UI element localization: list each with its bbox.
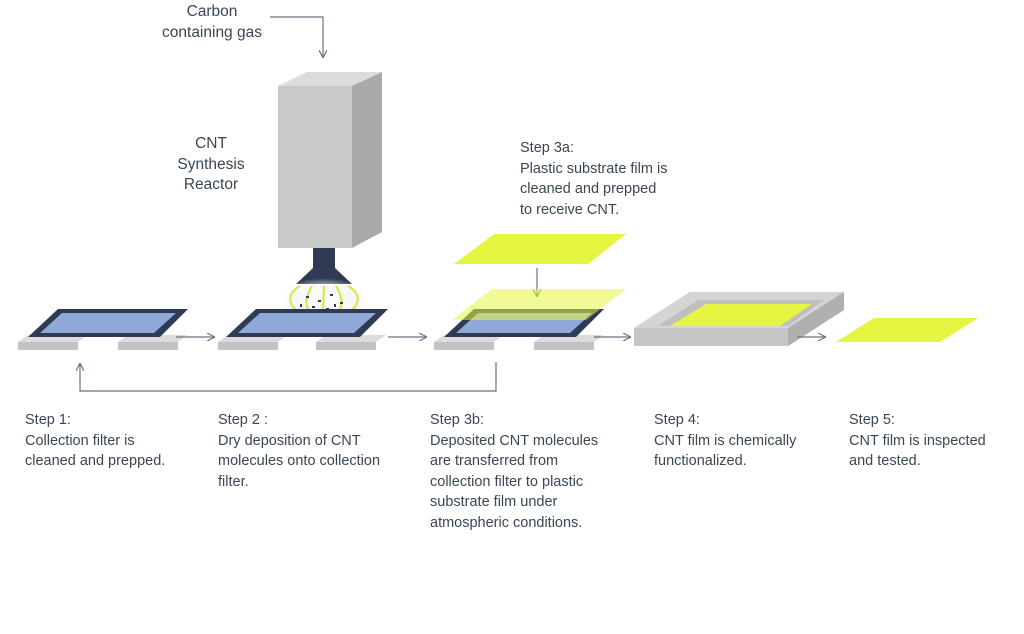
reactor-label: CNT Synthesis Reactor <box>177 135 245 193</box>
step3a-label: Step 3a: Plastic substrate film is clean… <box>520 140 668 218</box>
collection-filter-step3b <box>434 289 626 350</box>
filter-return-loop-arrow <box>80 362 497 392</box>
plastic-film-step3a <box>454 234 626 264</box>
step2-label: Step 2 : Dry deposition of CNT molecules… <box>218 412 381 490</box>
gas-input-arrow <box>270 16 323 57</box>
finished-cnt-film <box>836 318 978 342</box>
functionalization-tray <box>634 292 844 346</box>
cnt-synthesis-reactor <box>278 72 382 248</box>
step4-label: Step 4: CNT film is chemically functiona… <box>654 412 797 469</box>
step1-label: Step 1: Collection filter is cleaned and… <box>25 412 166 469</box>
collection-filter-step2 <box>218 309 388 350</box>
gas-label: Carbon containing gas <box>162 3 262 41</box>
step5-label: Step 5: CNT film is inspected and tested… <box>849 412 986 469</box>
step3b-label: Step 3b: Deposited CNT molecules are tra… <box>430 412 599 531</box>
collection-filter-step1 <box>18 309 188 350</box>
